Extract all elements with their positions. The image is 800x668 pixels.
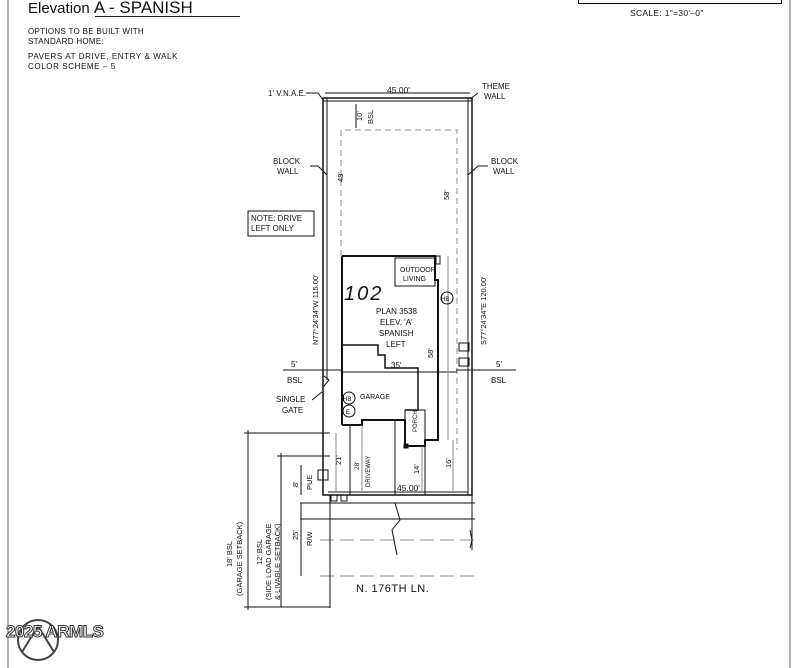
elevation-value: A - SPANISH: [93, 0, 193, 17]
rear-bsl: BSL: [366, 110, 375, 124]
right-five-ft: 5': [496, 360, 502, 369]
theme-wall-label-1: THEME: [482, 82, 510, 91]
garage-label: GARAGE: [360, 394, 390, 401]
right-bearing: S77°24'34"E 120.00': [479, 276, 488, 345]
driveway-label: DRIVEWAY: [366, 456, 372, 487]
scale-label: SCALE: 1"=30'–0": [630, 8, 704, 18]
outdoor-post: [435, 255, 441, 265]
pue-label: PUE: [305, 475, 314, 490]
side-setback-2: (SIDE LOAD GARAGE: [264, 523, 273, 600]
color-scheme-note: COLOR SCHEME – 5: [28, 62, 116, 71]
garage-setback-2: (GARAGE SETBACK): [235, 521, 244, 596]
left-bsl: BSL: [287, 376, 303, 385]
elevation-word: Elevation: [28, 0, 90, 17]
theme-wall-leader: [469, 92, 479, 100]
street-name: N. 176TH LN.: [356, 583, 429, 595]
options-line-2: STANDARD HOME:: [28, 37, 105, 46]
plan-line-1: PLAN 3538: [376, 307, 417, 316]
options-line-1: OPTIONS TO BE BUILT WITH: [28, 27, 144, 36]
lot-boundary: [322, 97, 473, 496]
right-break-mark: [469, 529, 473, 549]
plan-line-2: ELEV. 'A': [380, 318, 413, 327]
elevation-title: Elevation A - SPANISH: [28, 0, 193, 18]
dim-21: 21': [334, 455, 343, 465]
standard-options: PAVERS AT DRIVE, ENTRY & WALK COLOR SCHE…: [28, 52, 178, 72]
armls-logo-icon: [17, 619, 59, 661]
hose-bib-rear: [440, 291, 454, 305]
vnae-leader: [306, 92, 324, 101]
side-setback-3: & LIVABLE SETBACK): [273, 523, 282, 600]
hose-bib-garage: [342, 391, 356, 405]
meter-box-2: [340, 494, 348, 502]
single-gate-2: GATE: [282, 406, 303, 415]
ac-unit-1: [458, 342, 470, 352]
left-five-ft: 5': [291, 360, 297, 369]
depth-58: 58': [442, 190, 451, 200]
ac-unit-2: [458, 357, 470, 367]
garage-setback-1: 18' BSL: [225, 541, 234, 567]
house-depth-58: 58': [426, 348, 435, 358]
utility-box: [317, 469, 329, 481]
scale-bar: [578, 0, 782, 4]
street-break-line: [391, 502, 401, 556]
pavers-note: PAVERS AT DRIVE, ENTRY & WALK: [28, 52, 179, 61]
house-width-label: 35': [391, 361, 402, 370]
block-wall-right-2: WALL: [493, 167, 515, 176]
top-width-label: 45.00': [387, 85, 410, 95]
single-gate-1: SINGLE: [276, 395, 305, 404]
dim-14: 14': [412, 464, 421, 474]
hb-rear-label: HB: [441, 297, 449, 303]
title-underline: [95, 16, 240, 17]
block-wall-right-1: BLOCK: [491, 157, 519, 166]
outdoor-living-area: [394, 257, 436, 287]
outdoor-living-1: OUTDOOR: [400, 267, 436, 274]
plan-line-3: SPANISH: [379, 329, 414, 338]
lot-number: 102: [344, 283, 383, 305]
bottom-width-label: 45.00': [397, 483, 420, 493]
electric-meter: [342, 404, 356, 418]
theme-wall-label-2: WALL: [484, 92, 506, 101]
note-drive-1: NOTE: DRIVE: [251, 214, 302, 223]
plan-line-4: LEFT: [386, 340, 406, 349]
meter-box: [330, 494, 338, 502]
block-wall-right-leader: [467, 165, 488, 176]
rw-label: R/W: [305, 531, 314, 547]
block-wall-left-1: BLOCK: [273, 157, 301, 166]
hb-garage-label: HB: [343, 397, 351, 403]
rear-10: 10': [355, 111, 364, 121]
porch-label: PORCH: [413, 410, 419, 432]
porch: [404, 409, 426, 447]
note-drive-box: [247, 210, 315, 237]
depth-48: 48': [336, 172, 345, 182]
garage-outline: [342, 344, 419, 411]
block-wall-left-2: WALL: [277, 167, 299, 176]
side-setback-1: 12' BSL: [255, 539, 264, 565]
electric-label: E: [346, 410, 350, 416]
note-drive-2: LEFT ONLY: [251, 224, 294, 233]
dim-16: 16': [444, 458, 453, 468]
watermark: 2025 ARMLS: [5, 622, 104, 642]
outdoor-living-2: LIVING: [403, 276, 426, 283]
dim-8: 8': [291, 481, 300, 487]
single-gate-symbol: [323, 375, 330, 387]
porch-post: [403, 443, 409, 449]
gate-leader: [311, 391, 323, 401]
right-bsl: BSL: [491, 376, 507, 385]
vnae-label: 1' V.N.A.E.: [268, 89, 306, 98]
dim-25: 25': [291, 530, 300, 540]
block-wall-left-leader: [310, 165, 328, 176]
options-note: OPTIONS TO BE BUILT WITH STANDARD HOME:: [28, 27, 144, 47]
left-bearing: N77°24'34"W 115.00': [311, 274, 320, 345]
dim-28: 28': [354, 462, 361, 470]
